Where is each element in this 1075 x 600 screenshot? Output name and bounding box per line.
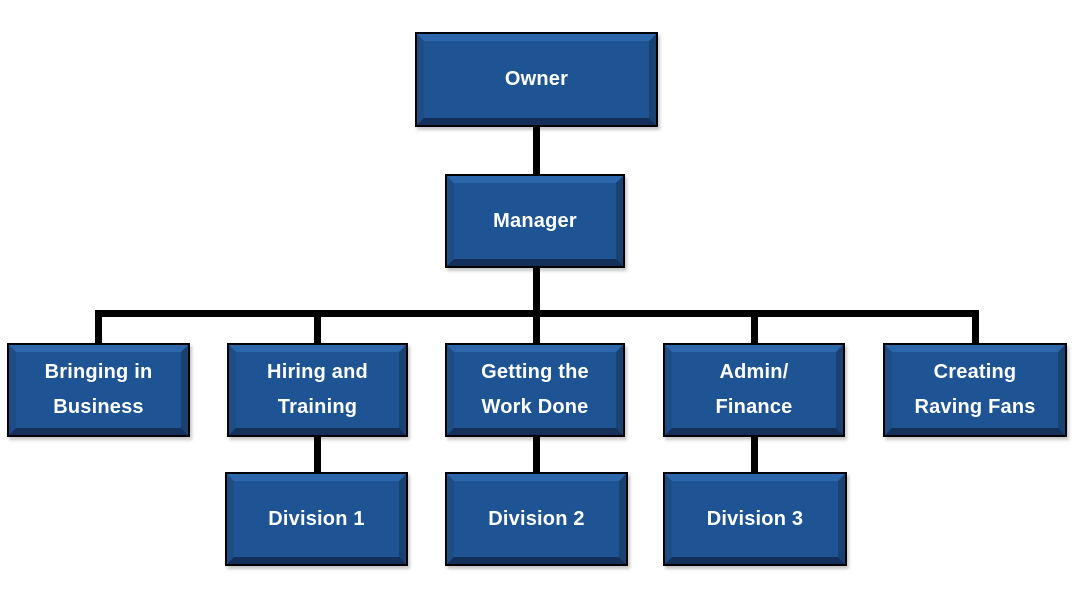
node-bevel: Getting the Work Done	[447, 345, 623, 435]
node-label: Division 2	[488, 507, 585, 530]
node-label: Division 3	[706, 507, 804, 530]
node-label: Creating Raving Fans	[914, 361, 1036, 418]
org-node-hiring-and-training: Hiring and Training	[227, 343, 408, 437]
node-bevel: Owner	[417, 34, 656, 125]
org-node-division-3: Division 3	[663, 472, 847, 566]
connector-division-1	[314, 436, 321, 473]
connector-drop-creating-raving-fans	[972, 315, 979, 343]
connector-manager-stem	[533, 268, 540, 343]
connector-drop-bringing-in-business	[95, 315, 102, 343]
node-bevel: Division 1	[227, 474, 406, 564]
connector-division-3	[751, 436, 758, 473]
node-label: Admin/ Finance	[715, 361, 793, 418]
node-label: Division 1	[268, 507, 365, 530]
node-label: Bringing in Business	[44, 361, 153, 418]
org-node-owner: Owner	[415, 32, 658, 127]
node-bevel: Hiring and Training	[229, 345, 406, 435]
node-label: Owner	[504, 68, 569, 90]
node-bevel: Division 3	[665, 474, 845, 564]
node-bevel: Bringing in Business	[9, 345, 188, 435]
connector-division-2	[533, 436, 540, 473]
connector-owner-manager	[533, 127, 540, 174]
org-node-bringing-in-business: Bringing in Business	[7, 343, 190, 437]
node-label: Manager	[493, 209, 577, 232]
org-node-division-1: Division 1	[225, 472, 408, 566]
org-node-getting-the-work-done: Getting the Work Done	[445, 343, 625, 437]
org-node-creating-raving-fans: Creating Raving Fans	[883, 343, 1067, 437]
org-node-admin-finance: Admin/ Finance	[663, 343, 845, 437]
connector-drop-admin-finance	[751, 315, 758, 343]
node-bevel: Admin/ Finance	[665, 345, 843, 435]
org-node-manager: Manager	[445, 174, 625, 268]
node-label: Hiring and Training	[267, 361, 368, 418]
node-bevel: Manager	[447, 176, 623, 266]
org-node-division-2: Division 2	[445, 472, 628, 566]
node-bevel: Creating Raving Fans	[885, 345, 1065, 435]
node-bevel: Division 2	[447, 474, 626, 564]
node-label: Getting the Work Done	[481, 361, 589, 418]
connector-horizontal-bar	[95, 310, 979, 317]
connector-drop-hiring-and-training	[314, 315, 321, 343]
